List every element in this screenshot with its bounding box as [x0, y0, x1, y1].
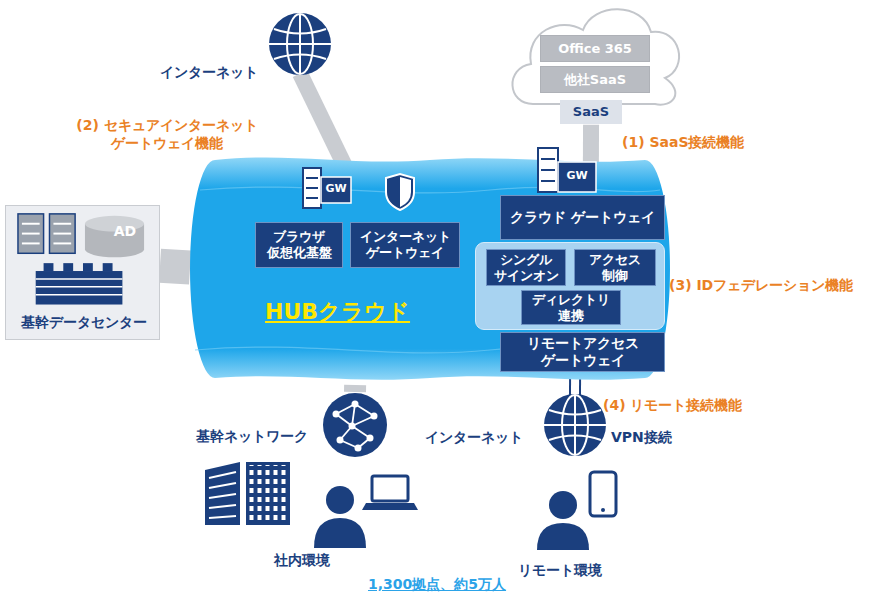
summary-note: 1,300拠点、約5万人 — [368, 576, 506, 594]
node-text: シングル サインオン — [492, 252, 560, 283]
remote-worker — [537, 491, 589, 550]
office-worker — [314, 486, 366, 548]
callout-label: (2) セキュアインターネット ゲートウェイ機能 — [72, 116, 262, 152]
node-text: (3) IDフェデレーション機能 — [669, 277, 853, 295]
laptop — [362, 476, 418, 510]
node-text: SaaS — [560, 100, 622, 124]
connector — [160, 266, 190, 268]
gw-label: GW — [321, 182, 351, 195]
gateway-server-icon — [303, 168, 351, 208]
gw-label: GW — [558, 169, 596, 182]
node-text: インターネット — [425, 429, 523, 447]
function-box: ディレクトリ 連携 — [521, 290, 621, 325]
shield-icon — [386, 174, 414, 210]
connector — [355, 385, 356, 392]
saas-box: Office 365 — [540, 35, 650, 62]
ad-label: AD — [95, 223, 155, 239]
node-text: 他社SaaS — [564, 72, 626, 88]
gateway-box: リモートアクセス ゲートウェイ — [500, 332, 665, 372]
node-text: 基幹データセンター — [6, 314, 161, 332]
network-switch — [36, 263, 123, 304]
office-buildings — [205, 462, 290, 525]
place-caption: 社内環境 — [274, 552, 330, 570]
callout-label: (4) リモート接続機能 — [603, 397, 742, 415]
backbone-network-globe: 基幹ネットワーク — [322, 392, 388, 458]
node-text: インターネット — [160, 64, 258, 82]
node-text: 基幹ネットワーク — [196, 428, 308, 446]
saas-box: 他社SaaS — [540, 66, 650, 93]
callout-label: (1) SaaS接続機能 — [622, 134, 744, 152]
id-federation-panel: (3) IDフェデレーション機能シングル サインオンアクセス 制御ディレクトリ … — [475, 242, 665, 330]
globe-icon — [268, 12, 332, 76]
network-globe-icon — [322, 392, 388, 458]
node-text: インターネット ゲートウェイ — [356, 229, 454, 260]
node-text: VPN接続 — [611, 429, 672, 447]
function-box: ブラウザ 仮想化基盤 — [255, 222, 343, 268]
place-caption: リモート環境 — [518, 562, 602, 580]
node-text: リモートアクセス ゲートウェイ — [506, 335, 659, 369]
node-text: ブラウザ 仮想化基盤 — [261, 229, 337, 260]
gateway-server-icon — [538, 148, 596, 192]
node-text: Office 365 — [558, 41, 632, 57]
function-box: アクセス 制御 — [574, 249, 656, 286]
node-text: アクセス 制御 — [580, 252, 650, 283]
internet-globe: インターネット — [268, 12, 332, 76]
function-box: インターネット ゲートウェイ — [350, 222, 460, 268]
globe-icon — [543, 393, 607, 457]
function-box: シングル サインオン — [486, 249, 566, 286]
node-text: クラウド ゲートウェイ — [510, 209, 655, 226]
hub-cloud-band: HUBクラウド ブラウザ 仮想化基盤インターネット ゲートウェイ クラウド ゲートウ… — [190, 150, 670, 385]
node-text: ディレクトリ 連携 — [527, 292, 615, 323]
gateway-box: クラウド ゲートウェイ — [500, 195, 665, 240]
node-text: HUBクラウド — [265, 297, 410, 327]
tablet — [590, 472, 616, 516]
datacenter-box: 基幹データセンター — [5, 205, 160, 340]
internet-globe: インターネットVPN接続 — [543, 393, 607, 457]
saas-cloud: SaaS Office 365 他社SaaS — [505, 0, 685, 130]
